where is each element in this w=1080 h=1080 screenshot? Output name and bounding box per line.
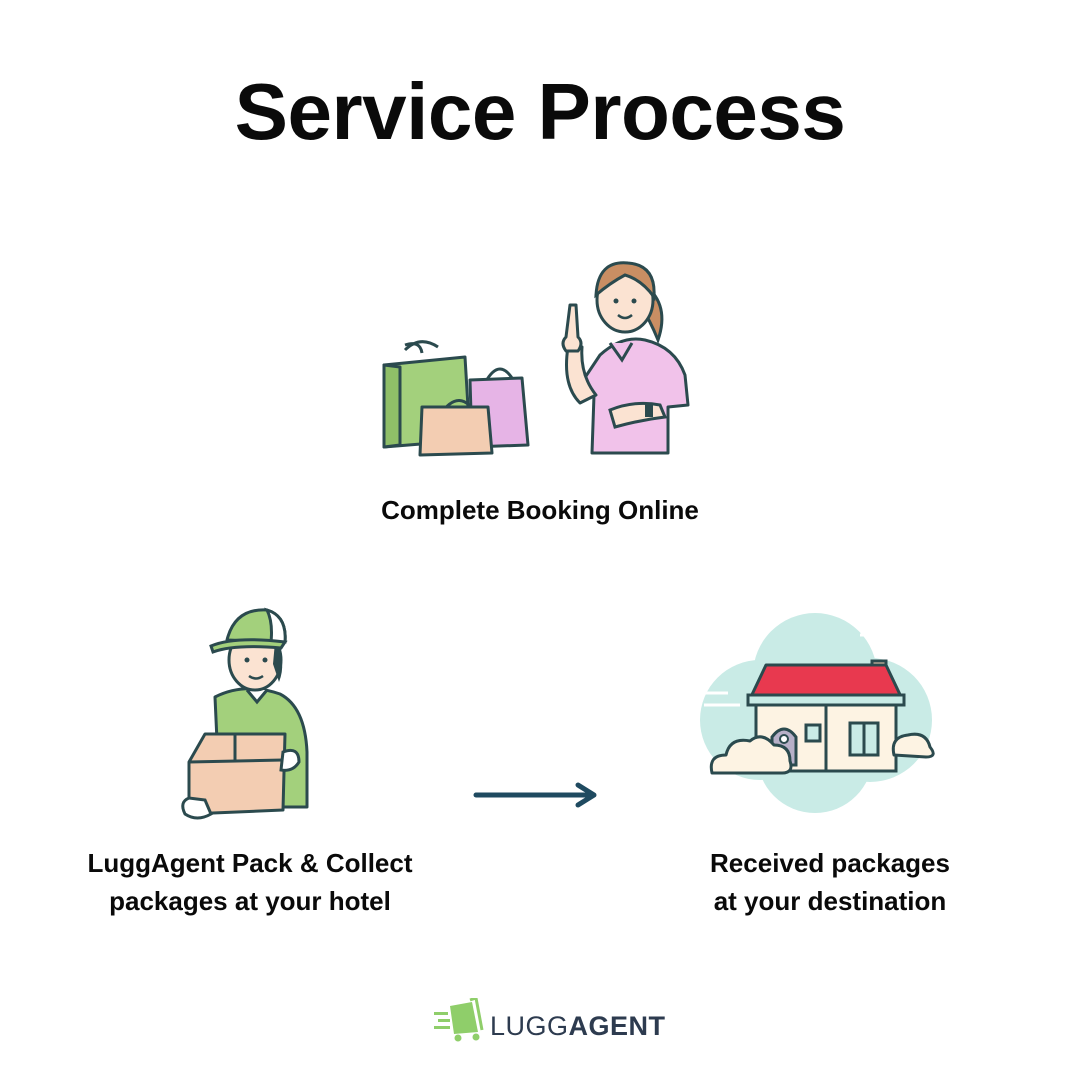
house-illustration <box>690 605 940 820</box>
delivery-man-icon <box>181 607 309 820</box>
page-title: Service Process <box>234 67 846 156</box>
house-icon <box>746 659 906 773</box>
luggage-cart-icon <box>434 998 484 1042</box>
arrow-right-icon <box>473 782 597 808</box>
brand-logo <box>432 998 486 1042</box>
process-arrow <box>470 780 605 810</box>
step-2-caption-line-1: LuggAgent Pack & Collect <box>87 848 413 878</box>
small-cloud-icon <box>709 732 935 775</box>
step-3-caption-line-1: Received packages <box>710 848 950 878</box>
brand-name: LUGGAGENT <box>490 1008 666 1044</box>
brand-name-bold: AGENT <box>568 1011 666 1041</box>
step-3-caption-line-2: at your destination <box>713 886 947 916</box>
step-3-caption: Received packages at your destination <box>640 844 1020 920</box>
peach-bag-icon <box>418 399 494 457</box>
booking-illustration <box>370 235 710 465</box>
step-2-caption: LuggAgent Pack & Collect packages at you… <box>40 844 460 920</box>
step-2-caption-line-2: packages at your hotel <box>109 886 391 916</box>
step-1-caption: Complete Booking Online <box>381 495 699 525</box>
woman-icon <box>561 261 690 455</box>
delivery-man-illustration <box>175 602 325 827</box>
brand-name-light: LUGG <box>490 1011 569 1041</box>
